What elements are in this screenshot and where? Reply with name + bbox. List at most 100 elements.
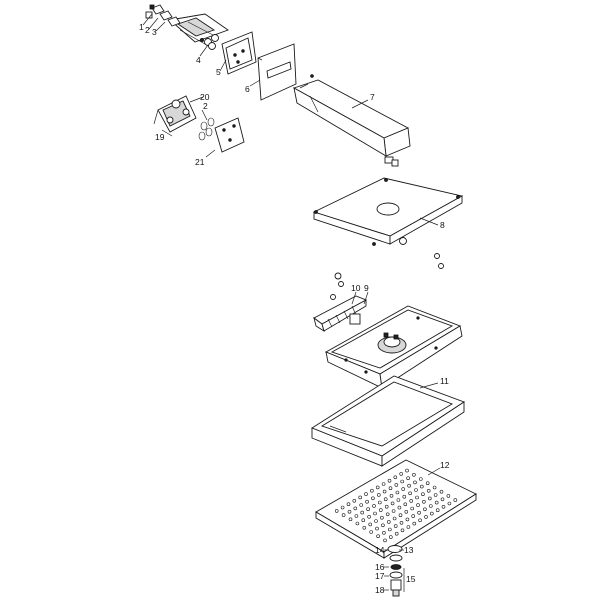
nozzle-dot	[376, 493, 381, 497]
nozzle-dot	[384, 504, 389, 509]
callout-leaders	[142, 13, 441, 592]
nozzle-dot	[381, 482, 386, 486]
inner-frame	[324, 305, 463, 389]
nozzle-dot	[371, 496, 375, 501]
valve-body	[145, 4, 229, 50]
spray-disc	[315, 459, 477, 559]
nozzle-dot	[446, 494, 451, 498]
nozzle-dot	[417, 510, 421, 515]
nozzle-dot	[412, 472, 416, 477]
nozzle-dot	[424, 515, 428, 519]
nozzle-dot	[441, 504, 446, 509]
nozzle-dot	[400, 528, 405, 533]
nozzle-dot	[425, 481, 430, 486]
callout-7: 7	[370, 92, 375, 102]
nozzle-dot	[374, 519, 378, 523]
callout-2b: 2	[203, 101, 208, 111]
nozzle-dot	[398, 513, 403, 518]
nozzle-dot	[383, 497, 388, 502]
nozzle-dot	[359, 503, 364, 507]
nozzle-dot	[400, 479, 405, 484]
nozzle-dot	[362, 525, 367, 530]
nozzle-dot	[388, 486, 393, 491]
nozzle-dot	[412, 521, 417, 526]
callout-13: 13	[404, 545, 414, 555]
nozzle-dot	[401, 487, 406, 491]
nozzle-dot	[367, 514, 371, 519]
nozzle-dot	[421, 492, 425, 497]
nozzle-dot	[399, 520, 404, 525]
nozzle-dot	[387, 478, 392, 483]
nozzle-dot	[427, 496, 432, 501]
concealed-housing	[221, 31, 257, 75]
nozzle-dot	[361, 518, 366, 523]
callout-19: 19	[155, 132, 165, 142]
callout-10: 10	[351, 283, 361, 293]
nozzle-dot	[341, 513, 346, 517]
nozzle-dot	[381, 523, 385, 528]
nozzle-dot	[347, 509, 352, 514]
outer-frame	[311, 375, 465, 467]
callout-labels: 1 2 3 4 5 6 7 8 9 10 11 12 13 14 15 16 1…	[139, 22, 450, 595]
nozzle-dot	[396, 498, 401, 502]
nozzle-dot	[378, 508, 383, 512]
nozzle-dot	[395, 490, 400, 495]
callout-2: 2	[145, 25, 150, 35]
callout-4: 4	[196, 55, 201, 65]
nozzle-dot	[380, 515, 384, 520]
trim-cover	[257, 43, 297, 101]
hose-connector	[387, 545, 403, 597]
nozzle-dot	[370, 488, 374, 493]
nozzle-dot	[377, 500, 382, 505]
nozzle-dot	[418, 518, 422, 523]
nozzle-dot	[447, 501, 452, 506]
nozzle-dot	[439, 489, 444, 494]
nozzle-dot	[391, 509, 396, 513]
nozzle-dot	[386, 520, 391, 524]
nozzle-dot	[394, 531, 399, 536]
nozzle-dot	[416, 503, 420, 507]
nozzle-dot	[399, 472, 404, 476]
nozzle-dot	[390, 501, 395, 506]
callout-11: 11	[440, 376, 449, 386]
shower-body-plate	[312, 156, 464, 269]
nozzle-dot	[408, 491, 412, 496]
callout-6: 6	[245, 84, 250, 94]
nozzle-dot	[433, 493, 438, 497]
thermostat-unit	[313, 272, 368, 333]
nozzle-dot	[388, 535, 393, 539]
nozzle-dot	[365, 499, 369, 504]
nozzle-dot	[382, 530, 386, 535]
nozzle-dot	[402, 494, 407, 499]
callout-5: 5	[216, 67, 221, 77]
nozzle-dot	[382, 489, 387, 494]
nozzle-dot	[403, 502, 408, 507]
nozzle-dot	[373, 511, 377, 516]
nozzle-dot	[405, 468, 409, 473]
callout-15: 15	[406, 574, 416, 584]
callout-8: 8	[440, 220, 445, 230]
nozzle-dot	[364, 492, 368, 496]
callout-16: 16	[375, 562, 385, 572]
nozzle-dot	[360, 510, 365, 515]
nozzle-dot	[429, 511, 434, 516]
callout-12: 12	[440, 460, 450, 470]
nozzle-dot	[376, 534, 380, 539]
nozzle-dot	[334, 509, 339, 513]
nozzle-dot	[410, 506, 415, 511]
nozzle-dot	[387, 527, 392, 532]
nozzle-dot	[393, 524, 398, 528]
nozzle-dot	[432, 485, 437, 490]
nozzle-dot	[406, 476, 410, 481]
nozzle-dot	[368, 522, 373, 527]
nozzle-dot	[358, 495, 363, 500]
callout-14: 14	[375, 545, 385, 555]
callout-18: 18	[375, 585, 385, 595]
nozzle-dot	[422, 499, 426, 504]
nozzle-dot	[348, 517, 353, 522]
nozzle-dot	[423, 507, 427, 512]
wall-plate	[153, 95, 245, 153]
callout-17: 17	[375, 571, 385, 581]
nozzle-dot	[434, 500, 439, 505]
nozzle-dot	[389, 493, 394, 498]
